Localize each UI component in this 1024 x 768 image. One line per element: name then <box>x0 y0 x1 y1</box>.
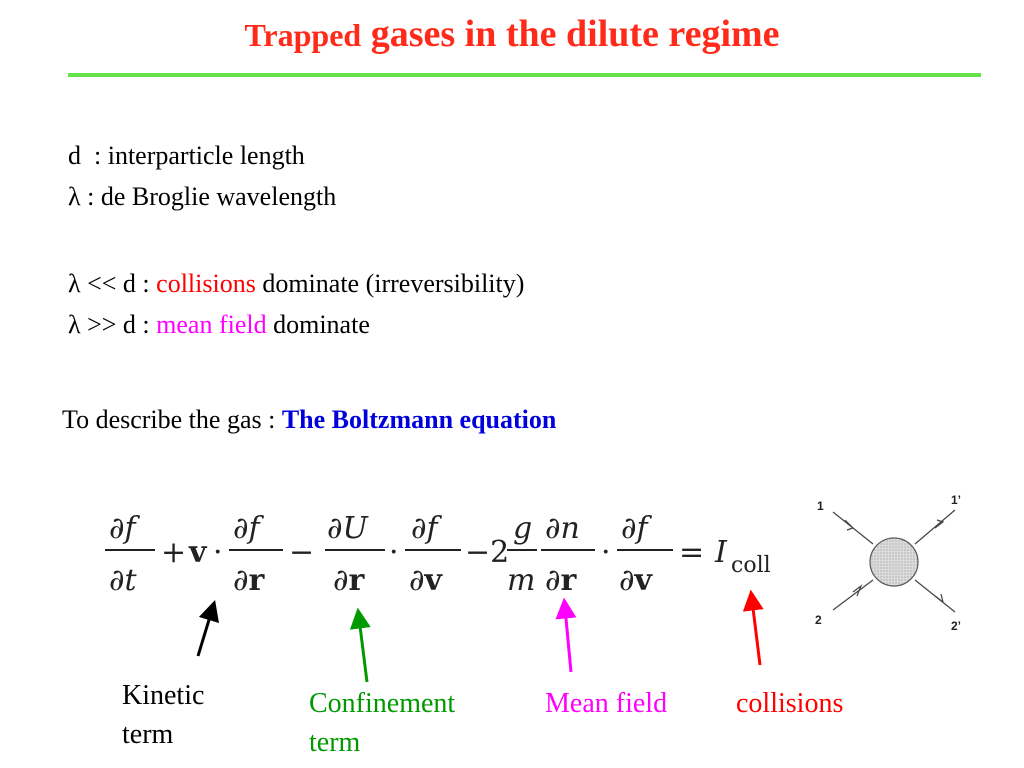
svg-text:=: = <box>679 535 704 570</box>
term-dfdv-1: ∂f ∂v <box>405 511 461 598</box>
regime-mean-field-highlight: mean field <box>156 310 267 339</box>
term-dUdr: ∂U ∂r <box>325 511 385 598</box>
svg-text:I: I <box>714 535 728 570</box>
term-dndr: ∂n ∂r <box>541 511 595 598</box>
definition-lambda-text: : de Broglie wavelength <box>80 182 337 211</box>
collision-diagram: 1 1’ 2 2’ <box>815 493 961 633</box>
term-dfdv-2: ∂f ∂v <box>617 511 673 598</box>
definition-d-text: : interparticle length <box>81 141 305 170</box>
confinement-arrow <box>349 607 371 683</box>
svg-text:∂f: ∂f <box>411 511 443 546</box>
regime-mean-field-suffix: dominate <box>266 310 370 339</box>
svg-text:∂f: ∂f <box>621 511 653 546</box>
mean-field-arrow <box>555 597 577 673</box>
svg-text:∂t: ∂t <box>109 563 138 598</box>
svg-text:∂r: ∂r <box>333 563 366 598</box>
svg-text:∂v: ∂v <box>619 563 654 598</box>
term-dfdr: ∂f ∂r <box>229 511 283 598</box>
svg-text:−: − <box>289 535 314 570</box>
describe-line: To describe the gas : The Boltzmann equa… <box>62 405 556 435</box>
svg-text:∂f: ∂f <box>109 511 141 546</box>
definition-lambda-symbol: λ <box>68 182 81 211</box>
title-part-rest: gases in the dilute regime <box>361 13 780 55</box>
regime-collisions-prefix: λ << d : <box>68 269 157 298</box>
outgoing-line-1 <box>914 509 956 545</box>
kinetic-label-line2: term <box>122 719 174 750</box>
regime-collisions-highlight: collisions <box>156 269 256 298</box>
boltzmann-equation-title: The Boltzmann equation <box>281 405 557 434</box>
particle-2prime-label: 2’ <box>951 619 961 633</box>
svg-text:v: v <box>188 535 208 570</box>
svg-text:∂r: ∂r <box>233 563 266 598</box>
particle-1prime-label: 1’ <box>951 493 961 507</box>
regime-collisions-suffix: dominate (irreversibility) <box>255 269 525 298</box>
svg-text:m: m <box>507 563 535 598</box>
describe-prefix: To describe the gas : <box>62 405 282 434</box>
svg-text:∂r: ∂r <box>545 563 578 598</box>
svg-text:·: · <box>601 535 611 570</box>
term-collision-integral: I coll <box>714 535 771 578</box>
particle-1-label: 1 <box>817 499 824 513</box>
svg-text:·: · <box>389 535 399 570</box>
confinement-label-line1: Confinement <box>309 688 456 719</box>
collisions-label: collisions <box>736 688 844 719</box>
svg-text:∂f: ∂f <box>233 511 265 546</box>
particle-2-label: 2 <box>815 613 822 627</box>
svg-text:·: · <box>213 535 223 570</box>
svg-text:−2: −2 <box>465 535 509 570</box>
regime-collisions: λ << d : collisions dominate (irreversib… <box>68 269 524 299</box>
svg-text:∂U: ∂U <box>327 511 370 546</box>
slide-title: Trapped gases in the dilute regime <box>0 12 1024 56</box>
regime-mean-field-prefix: λ >> d : <box>68 310 157 339</box>
definition-d-symbol: d <box>68 141 81 170</box>
svg-text:coll: coll <box>731 553 771 578</box>
mean-field-label: Mean field <box>545 688 668 719</box>
title-part-trapped: Trapped <box>244 17 362 53</box>
svg-text:+: + <box>161 535 186 570</box>
collision-sphere <box>869 537 919 587</box>
regime-mean-field: λ >> d : mean field dominate <box>68 310 370 340</box>
svg-text:g: g <box>513 511 532 546</box>
confinement-label-line2: term <box>309 727 361 758</box>
definition-lambda: λ : de Broglie wavelength <box>68 182 336 212</box>
title-underline <box>68 73 981 77</box>
kinetic-label-line1: Kinetic <box>122 680 205 711</box>
svg-text:∂n: ∂n <box>545 511 580 546</box>
term-g-over-m: g m <box>507 511 537 598</box>
incoming-line-2 <box>832 579 874 611</box>
confinement-term-label: Confinement term <box>309 684 509 762</box>
boltzmann-equation: ∂f ∂t + v · ∂f ∂r − ∂U ∂r · ∂f ∂v −2 g <box>105 511 771 598</box>
term-dfdt: ∂f ∂t <box>105 511 155 598</box>
kinetic-term-label: Kinetic term <box>122 676 242 754</box>
definition-d: d : interparticle length <box>68 141 305 171</box>
svg-text:∂v: ∂v <box>409 563 444 598</box>
kinetic-arrow <box>196 599 219 657</box>
